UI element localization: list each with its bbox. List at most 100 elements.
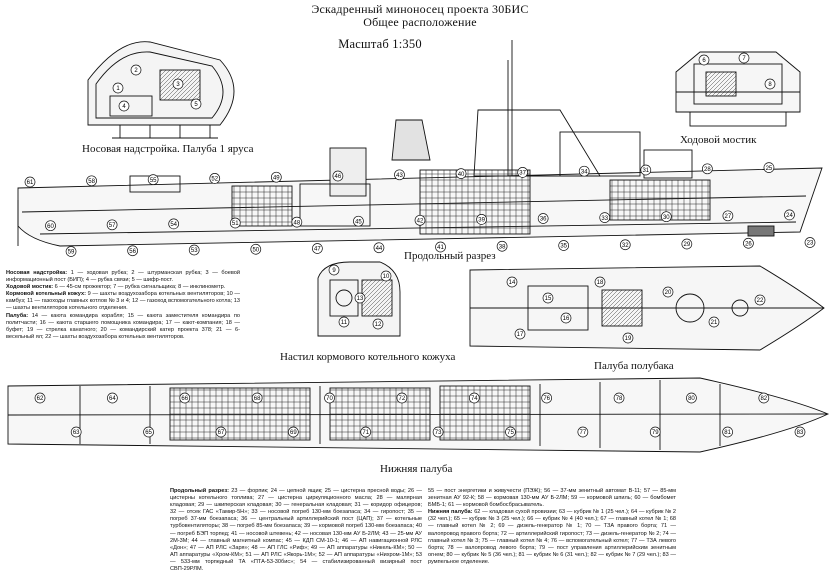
caption-profile: Продольный разрез [404,250,496,262]
svg-text:74: 74 [471,396,478,402]
legend-entry: Нижняя палуба: 62 — кладовая сухой прови… [428,509,676,565]
legend-lower-deck: 55 — пост энергетики и живучести (ПЭЖ); … [428,488,676,566]
legend-profile: Продольный разрез: 23 — форпик; 24 — цеп… [170,488,422,573]
svg-text:8: 8 [768,82,772,88]
callout-number: 10 [380,270,392,282]
svg-text:2: 2 [134,68,138,74]
bridge-plan [675,51,801,127]
svg-text:50: 50 [252,247,259,253]
callout-number: 66 [179,392,191,404]
callout-number: 4 [118,100,130,112]
callout-number: 53 [188,244,200,256]
callout-number: 36 [537,213,549,224]
svg-text:11: 11 [341,320,348,326]
callout-number: 3 [172,78,184,90]
svg-text:69: 69 [290,430,297,436]
callout-number: 47 [312,243,323,254]
svg-text:18: 18 [597,280,604,286]
svg-text:67: 67 [218,430,225,436]
svg-text:52: 52 [211,177,218,183]
callout-number: 60 [45,220,56,232]
callout-number: 31 [640,164,652,176]
callout-number: 76 [541,392,553,404]
svg-text:29: 29 [683,242,690,248]
svg-text:45: 45 [355,219,362,225]
svg-text:31: 31 [642,168,649,174]
legend-heading: Нижняя палуба: [428,509,473,516]
callout-number: 33 [599,212,611,223]
legend-text: 62 — кладовая сухой провизии; 63 — кубри… [428,509,676,565]
callout-number: 38 [496,240,508,252]
callout-number: 55 [147,174,159,185]
callout-number: 78 [613,392,625,404]
svg-text:43: 43 [396,173,403,179]
lower-deck-callouts: 6263646566676869707172737475767778798081… [34,392,806,438]
drawing-subtitle: Общее расположение [363,15,477,29]
drawing-scale: Масштаб 1:350 [338,37,422,51]
svg-text:63: 63 [73,430,80,436]
legend-entry: Ходовой мостик: 6 — 45-см прожектор; 7 —… [6,284,225,290]
svg-text:33: 33 [601,216,608,222]
svg-text:48: 48 [293,220,300,226]
callout-number: 83 [794,426,806,438]
callout-number: 11 [338,316,350,328]
svg-text:21: 21 [711,320,718,326]
svg-text:41: 41 [437,245,444,251]
svg-text:22: 22 [757,298,764,304]
callout-number: 35 [558,240,570,251]
callout-number: 61 [24,176,36,188]
legend-text: 14 — каюта командира корабля; 15 — каюта… [6,312,240,340]
svg-text:16: 16 [563,316,570,322]
callout-number: 8 [764,78,776,90]
svg-text:59: 59 [68,250,75,256]
callout-number: 63 [70,426,82,438]
legend-entry: Носовая надстройка: 1 — ходовая рубка; 2… [6,270,240,283]
legend-heading: Ходовой мостик: [6,284,54,291]
svg-text:47: 47 [314,247,321,253]
callout-number: 26 [743,237,754,249]
legend-heading: Носовая надстройка: [6,270,68,276]
svg-text:46: 46 [335,174,342,180]
svg-text:19: 19 [625,336,632,342]
svg-text:73: 73 [435,430,442,436]
callout-number: 23 [804,237,816,248]
callout-number: 17 [514,328,526,340]
svg-text:81: 81 [724,430,731,436]
callout-number: 64 [107,392,118,404]
svg-text:75: 75 [507,430,514,436]
caption-bridge: Ходовой мостик [680,134,757,146]
callout-number: 43 [394,169,405,181]
forecastle-plan [469,265,825,351]
callout-number: 15 [542,292,554,304]
legend-entry: Кормовой котельный кожух: 9 — шахты возд… [6,291,240,311]
callout-number: 52 [209,173,221,184]
svg-text:12: 12 [375,322,382,328]
callout-number: 73 [432,426,444,438]
callout-number: 27 [722,210,734,222]
callout-number: 30 [660,211,672,223]
callout-number: 2 [130,64,142,76]
svg-text:17: 17 [517,332,524,338]
legend-heading: Кормовой котельный кожух: [6,291,86,298]
svg-text:61: 61 [27,180,34,186]
svg-text:9: 9 [332,268,336,274]
legend-text: 55 — пост энергетики и живучести (ПЭЖ); … [428,488,676,509]
callout-number: 20 [662,286,674,298]
svg-text:70: 70 [326,396,333,402]
caption-aft-casing: Настил кормового котельного кожуха [280,351,456,363]
callout-number: 40 [455,168,467,179]
callout-number: 28 [702,163,713,175]
svg-text:36: 36 [540,217,547,223]
legend-text: 6 — 45-см прожектор; 7 — рубка сигнальщи… [53,284,226,291]
svg-text:49: 49 [273,175,280,181]
callout-number: 82 [758,392,770,404]
profile-callouts: 6160595857565554535251504948474645444342… [24,162,816,257]
caption-forecastle: Палуба полубака [594,360,674,372]
legend-entry: Продольный разрез: 23 — форпик; 24 — цеп… [170,488,422,572]
side-profile [17,40,823,247]
legend-text: 1 — ходовая рубка; 2 — штурманская рубка… [6,270,240,284]
callout-number: 49 [270,171,282,183]
callout-number: 6 [698,54,710,66]
svg-text:28: 28 [704,167,711,173]
